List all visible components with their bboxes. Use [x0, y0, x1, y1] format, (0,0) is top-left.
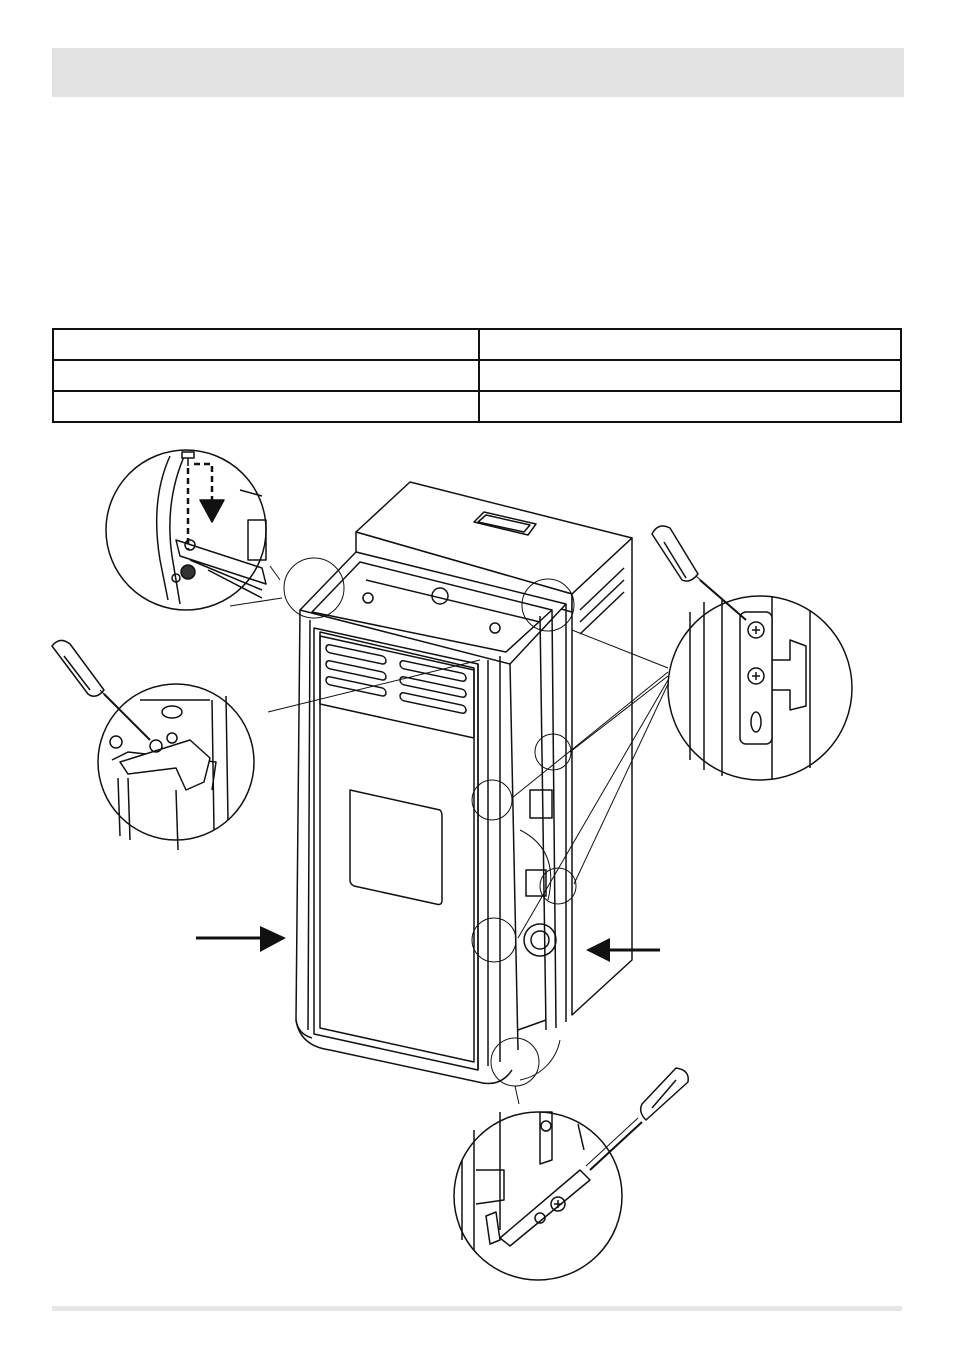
spec-table: [52, 328, 902, 423]
screwdriver-icon: [51, 639, 151, 741]
table-cell: [52, 328, 480, 361]
table-row: [52, 328, 902, 361]
arrow-down-icon: [199, 499, 225, 523]
detail-top-left-screw-insert: [105, 449, 267, 611]
leader-lines: [229, 565, 669, 1105]
arrow-right-icon: [196, 926, 286, 952]
stove-body: [295, 481, 633, 1085]
table-cell: [52, 359, 480, 392]
stove-assembly-illustration: [51, 449, 853, 1281]
table-cell: [478, 390, 902, 423]
table-cell: [52, 390, 480, 423]
page-header-bar: [52, 48, 904, 97]
table-row: [52, 359, 902, 392]
arrow-left-icon: [586, 938, 660, 962]
table-cell: [478, 359, 902, 392]
screwdriver-icon: [651, 525, 747, 621]
footer-rule: [52, 1306, 902, 1311]
detail-left-bracket: [51, 639, 255, 851]
table-cell: [478, 328, 902, 361]
table-row: [52, 390, 902, 423]
detail-bottom-bracket: [453, 1067, 689, 1281]
screwdriver-icon: [585, 1067, 689, 1171]
screw-icon: [181, 451, 195, 466]
detail-right-hinge: [651, 525, 853, 781]
